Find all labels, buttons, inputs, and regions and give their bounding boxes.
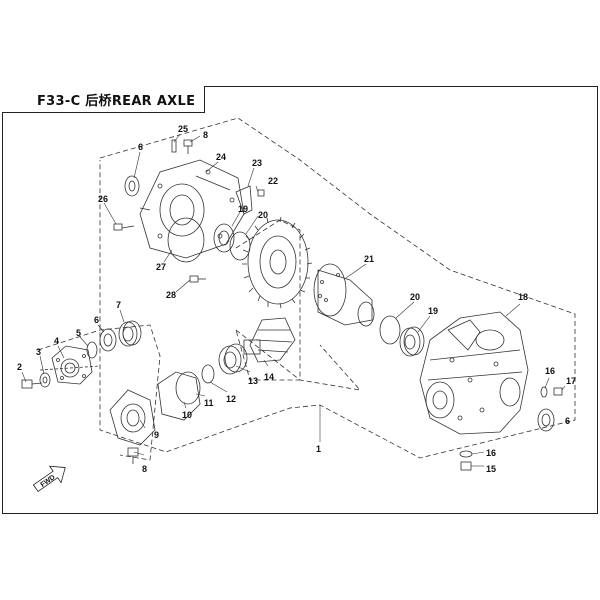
plug-15 <box>460 461 472 471</box>
callout-9: 9 <box>154 430 159 440</box>
title-box <box>2 86 205 113</box>
callout-20b: 20 <box>410 292 420 302</box>
plug-17 <box>553 387 563 396</box>
cover-9 <box>109 389 156 446</box>
bolt-2 <box>21 379 43 389</box>
callout-24: 24 <box>216 152 226 162</box>
callout-22: 22 <box>268 176 278 186</box>
flange-hub <box>39 345 101 385</box>
callout-26: 26 <box>98 194 108 204</box>
group-outline-gear <box>235 219 301 381</box>
callout-20a: 20 <box>258 210 268 220</box>
gasket-10 <box>157 371 201 421</box>
callout-16a: 16 <box>486 448 496 458</box>
callout-8a: 8 <box>203 130 208 140</box>
callout-15: 15 <box>486 464 496 474</box>
oring-27 <box>167 217 205 263</box>
seal-6-right <box>537 408 555 432</box>
callout-17: 17 <box>566 376 576 386</box>
callout-12: 12 <box>226 394 236 404</box>
callout-16b: 16 <box>545 366 555 376</box>
callout-7: 7 <box>116 300 121 310</box>
group-outline-pinion <box>235 329 362 391</box>
diff-case-21 <box>313 263 375 327</box>
callout-23: 23 <box>252 158 262 168</box>
oring-20-top <box>229 231 251 261</box>
washer-3 <box>39 372 51 388</box>
callout-6b: 6 <box>138 142 143 152</box>
shim-12 <box>201 364 215 384</box>
ring-gear <box>242 216 313 309</box>
bolt-26 <box>113 223 135 231</box>
callout-28: 28 <box>166 290 176 300</box>
callout-1: 1 <box>316 444 321 454</box>
callout-27: 27 <box>156 262 166 272</box>
callout-19a: 19 <box>238 204 248 214</box>
callout-14: 14 <box>264 372 274 382</box>
callout-19b: 19 <box>428 306 438 316</box>
screw-22 <box>257 189 265 197</box>
axle-housing-18 <box>419 311 529 435</box>
group-outline-top <box>99 117 576 459</box>
callout-5: 5 <box>76 328 81 338</box>
bolt-8-bottom <box>127 447 139 464</box>
callout-10: 10 <box>182 410 192 420</box>
bolt-28 <box>189 275 206 283</box>
fwd-label: FWD <box>40 474 57 489</box>
callout-6a: 6 <box>94 315 99 325</box>
pinion-gear-14 <box>243 317 296 363</box>
oring-11 <box>175 371 201 405</box>
callout-11: 11 <box>204 398 214 408</box>
washer-16-right <box>540 386 548 398</box>
bearing-13 <box>218 343 248 375</box>
callout-labels: 1 2 3 4 5 6 6 6 7 8 8 9 10 11 12 13 14 1… <box>17 124 576 474</box>
callout-2: 2 <box>17 362 22 372</box>
bearing-7 <box>118 320 142 347</box>
leader-lines <box>21 133 566 467</box>
gear-cover-24 <box>139 159 245 259</box>
callout-21: 21 <box>364 254 374 264</box>
page-title: F33-C 后桥REAR AXLE <box>37 94 196 109</box>
oring-20-right <box>379 315 401 345</box>
callout-4: 4 <box>54 336 59 346</box>
callout-8b: 8 <box>142 464 147 474</box>
seal-6-left <box>99 328 117 352</box>
seal-6-top <box>124 175 140 197</box>
callout-13: 13 <box>248 376 258 386</box>
group-outline-left <box>37 324 161 461</box>
callout-6c: 6 <box>565 416 570 426</box>
callout-3: 3 <box>36 347 41 357</box>
washer-16-bottom <box>459 450 473 458</box>
pin-25 <box>171 139 177 153</box>
bracket-23 <box>235 185 253 215</box>
bearing-19-right <box>399 326 425 357</box>
bolt-8-top <box>183 139 193 154</box>
diagram-frame <box>2 86 598 514</box>
callout-18: 18 <box>518 292 528 302</box>
callout-25: 25 <box>178 124 188 134</box>
bearing-19-top <box>213 223 235 253</box>
oring-5 <box>86 341 98 359</box>
fwd-arrow-icon: FWD <box>32 465 66 493</box>
